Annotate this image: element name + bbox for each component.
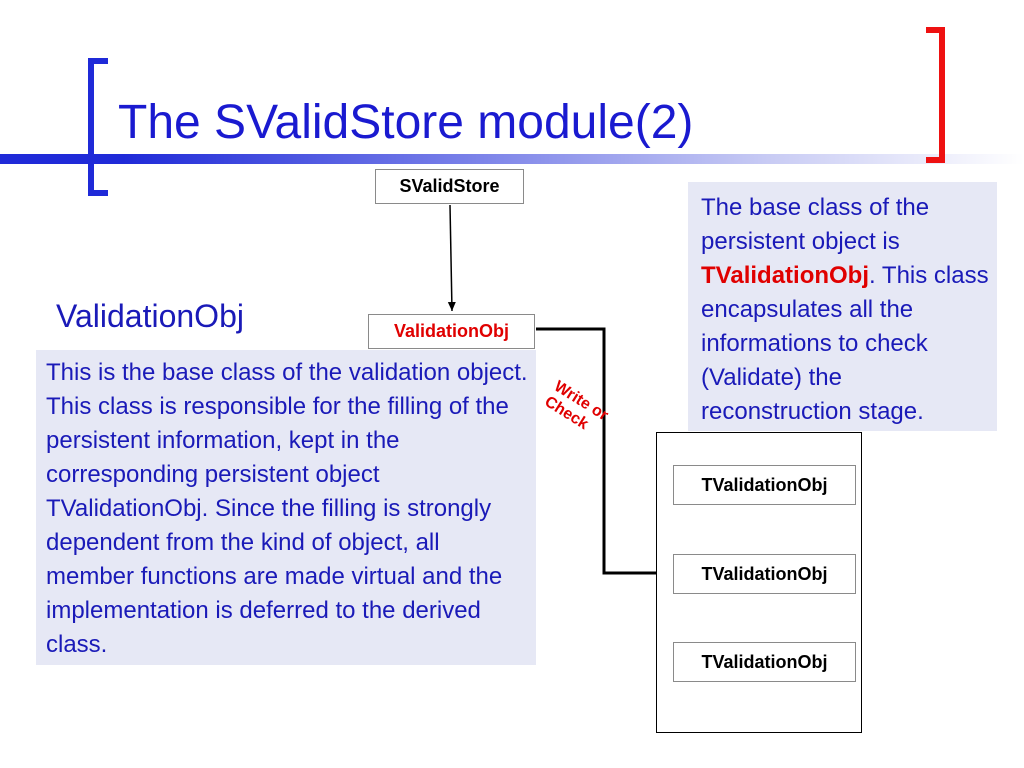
- validationobj-box: ValidationObj: [368, 314, 535, 349]
- write-or-check-connector: [536, 327, 670, 577]
- validationobj-heading: ValidationObj: [56, 298, 244, 334]
- tvalidationobj-box-1: TValidationObj: [673, 465, 856, 505]
- svalidstore-box: SValidStore: [375, 169, 524, 204]
- title-underline-bar: [0, 154, 1024, 164]
- left-bracket-decoration: [88, 58, 108, 196]
- tvalidationobj-box-2: TValidationObj: [673, 554, 856, 594]
- slide-title: The SValidStore module(2): [118, 96, 694, 149]
- right-bracket-decoration: [926, 27, 945, 163]
- store-to-validationobj-arrow: [447, 204, 456, 312]
- right-note-text-1: The base class of the persistent object …: [701, 194, 930, 255]
- tvalidationobj-box-3: TValidationObj: [673, 642, 856, 682]
- right-note-text-2: . This class encapsulates all the inform…: [701, 262, 989, 425]
- validationobj-description: This is the base class of the validation…: [36, 350, 536, 665]
- tvalidationobj-description: The base class of the persistent object …: [688, 182, 997, 431]
- right-note-class-name: TValidationObj: [701, 262, 870, 289]
